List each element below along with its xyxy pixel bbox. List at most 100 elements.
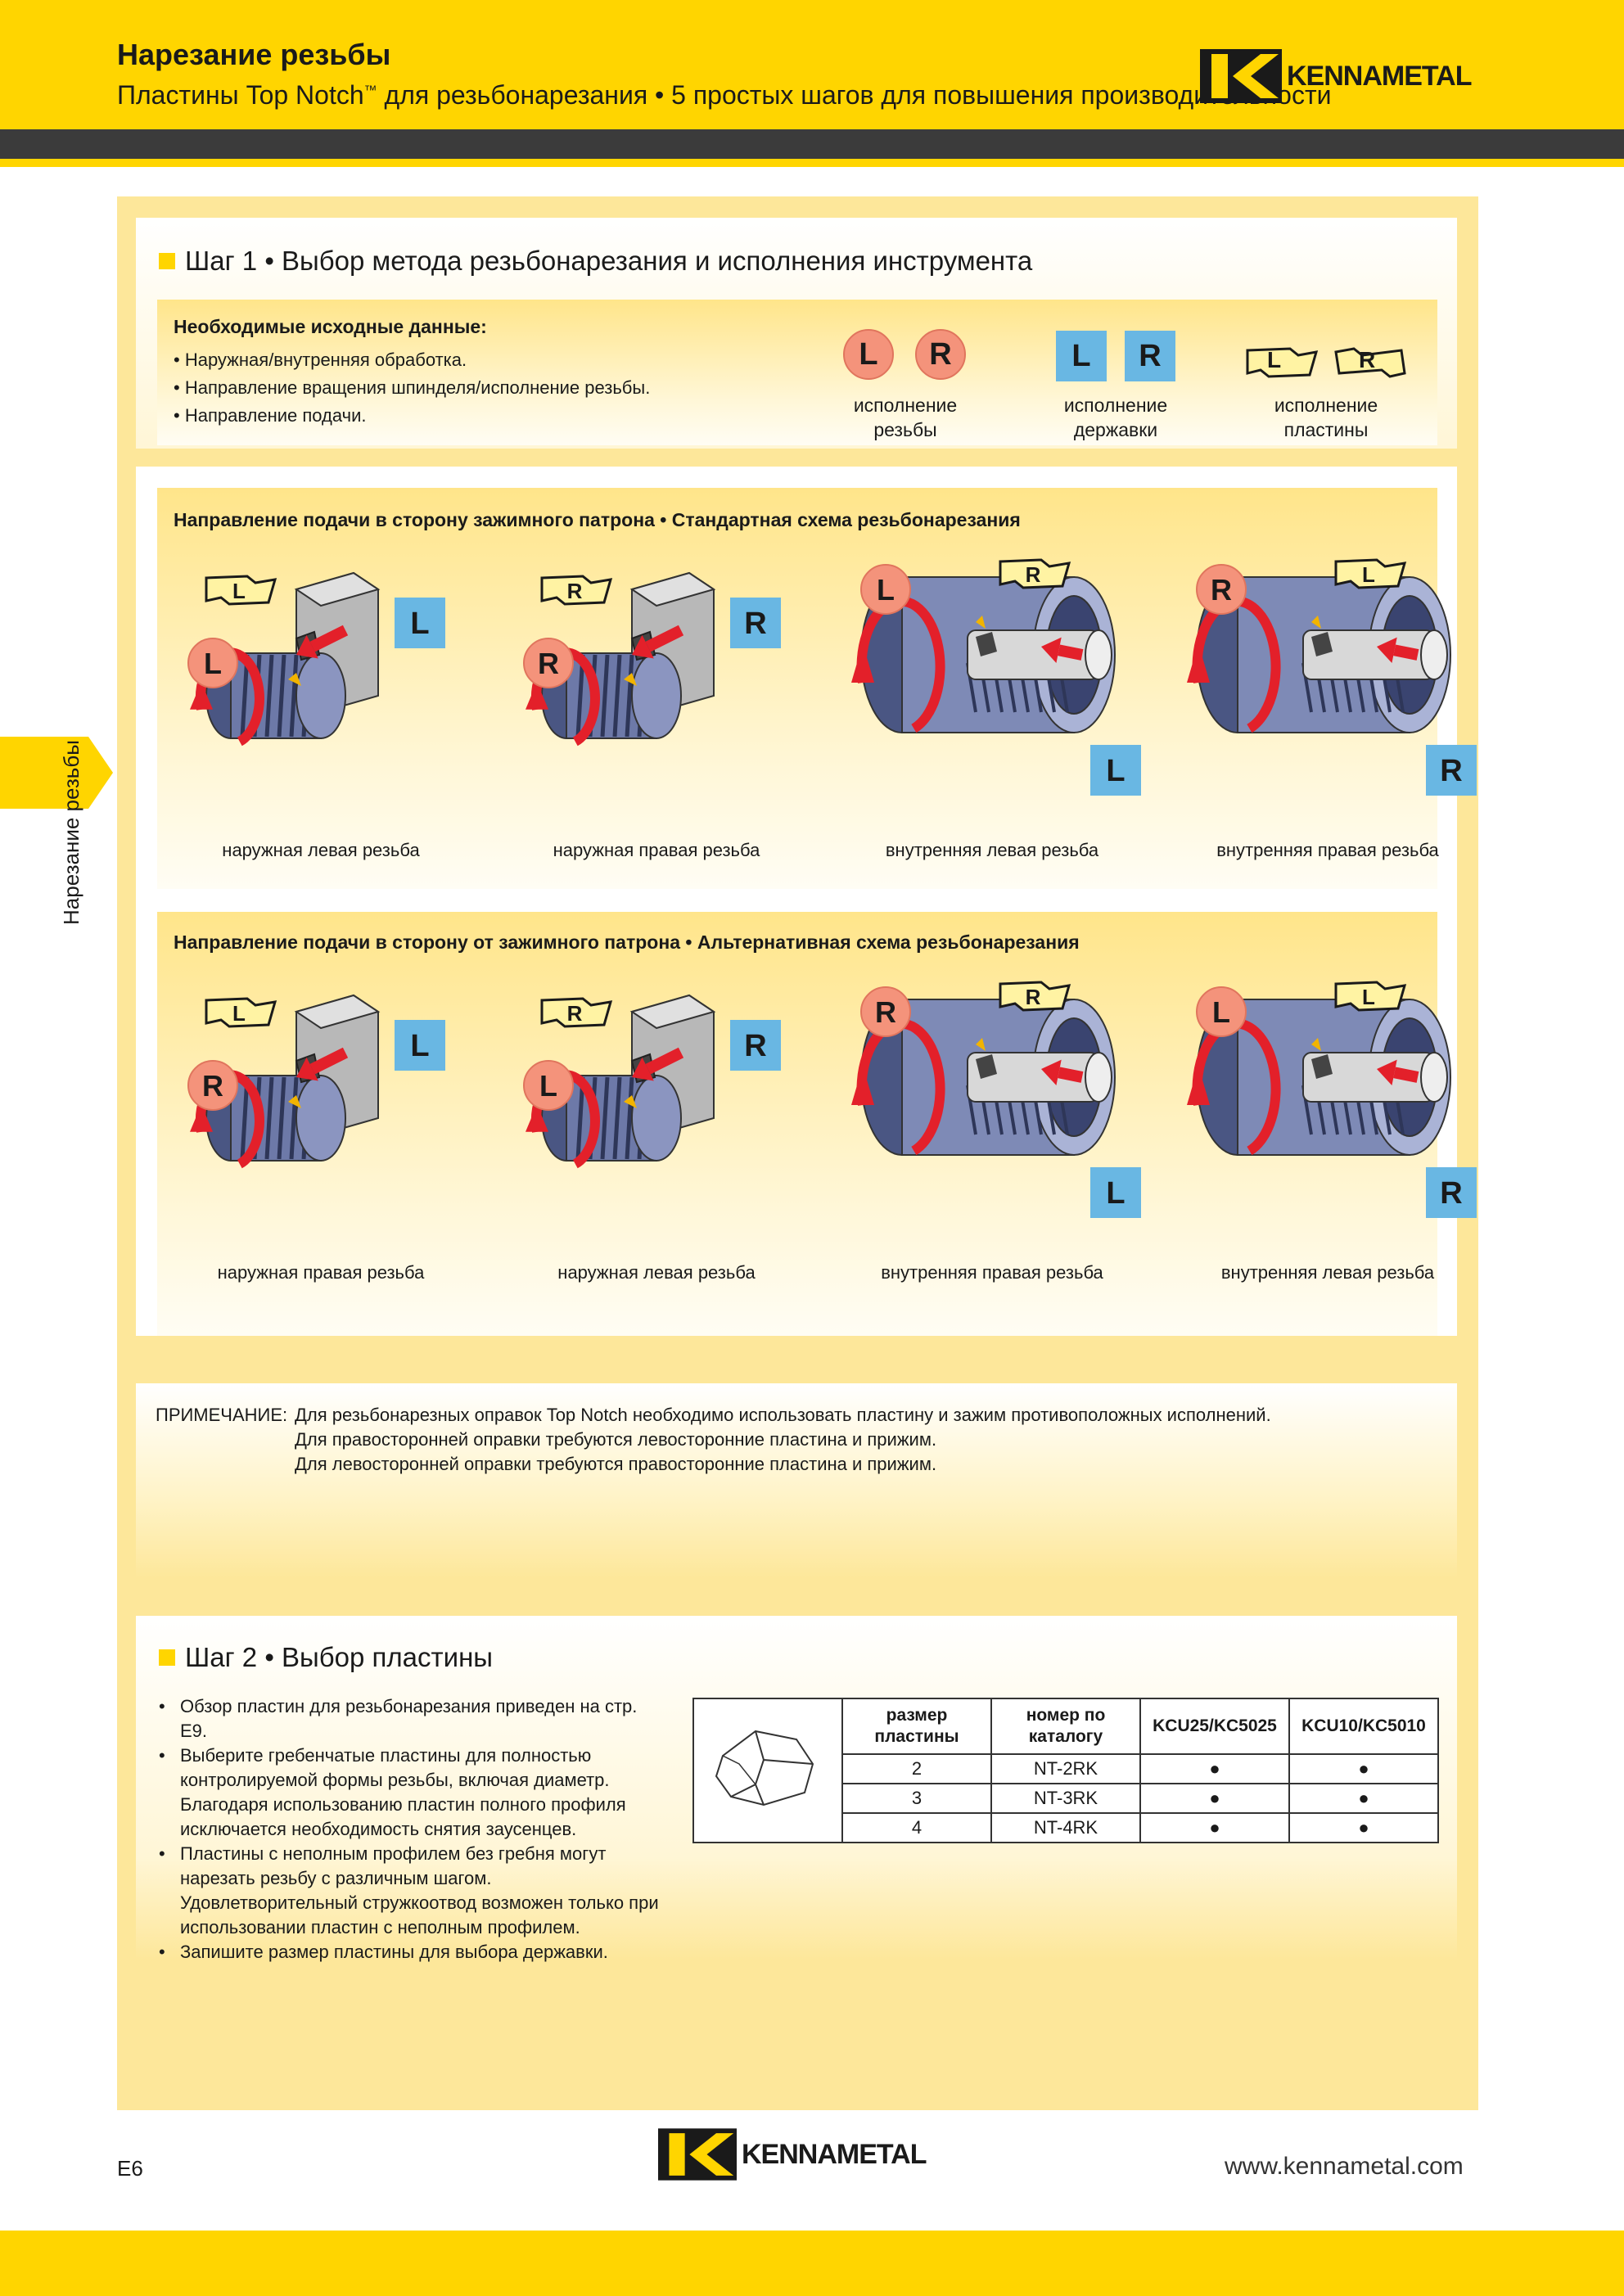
feed-direction-arrow xyxy=(1041,1059,1084,1086)
feed-direction-arrow xyxy=(1041,637,1084,664)
step2-bullet-list: •Обзор пластин для резьбонарезания приве… xyxy=(159,1694,666,1964)
thread-figure-caption: внутренняя правая резьба xyxy=(1216,840,1439,860)
svg-text:R: R xyxy=(1026,562,1041,587)
page-title: Нарезание резьбы xyxy=(117,38,391,71)
caption-line: пластины xyxy=(1283,419,1369,440)
svg-text:L: L xyxy=(232,579,246,603)
list-item: •Обзор пластин для резьбонарезания приве… xyxy=(159,1696,638,1741)
list-item: • Направление вращения шпинделя/исполнен… xyxy=(174,377,651,398)
rotation-arrow xyxy=(1187,596,1281,733)
table-cell: ● xyxy=(1139,1753,1290,1784)
kennametal-wordmark: KENNAMETAL xyxy=(1287,60,1472,92)
input-list: • Наружная/внутренняя обработка. • Напра… xyxy=(174,350,650,434)
svg-text:L: L xyxy=(1106,1176,1125,1211)
svg-text:L: L xyxy=(1362,985,1375,1009)
svg-text:R: R xyxy=(875,995,896,1029)
svg-text:L: L xyxy=(877,573,895,607)
note-line: Для правосторонней оправки требуются лев… xyxy=(295,1429,937,1450)
thread-figure-caption: наружная правая резьба xyxy=(553,840,760,860)
subtitle-part: Пластины Top Notch xyxy=(117,80,364,110)
holder-hand-badge: L xyxy=(1090,1167,1141,1218)
thread-figure-caption: наружная правая резьба xyxy=(217,1262,425,1283)
thread-hand-badge: R xyxy=(523,638,574,688)
kennametal-wordmark: KENNAMETAL xyxy=(742,2138,927,2170)
col-header: KCU25/KC5025 xyxy=(1139,1698,1290,1755)
thread-badge-r: R xyxy=(915,329,966,380)
external-thread-illustration xyxy=(205,571,381,739)
insert-hand-badge: L xyxy=(1334,558,1407,589)
holder-badge-r: R xyxy=(1125,331,1175,381)
col-header: номер по каталогу xyxy=(990,1698,1141,1755)
svg-text:R: R xyxy=(744,607,766,641)
feed-direction-arrow xyxy=(1377,1059,1419,1086)
table-row: 4 NT-4RK ● ● xyxy=(693,1812,1439,1843)
feed-direction-arrow xyxy=(1377,637,1419,664)
kennametal-k-icon xyxy=(658,2128,737,2181)
table-cell: NT-2RK xyxy=(990,1753,1141,1784)
insert-shape-icon xyxy=(1246,347,1319,378)
thread-figure-caption: внутренняя левая резьба xyxy=(1220,1262,1435,1283)
input-data-box xyxy=(157,300,1437,445)
holder-hand-badge: R xyxy=(730,1020,781,1071)
insert-hand-badge: L xyxy=(205,575,277,606)
thread-diagram: LLL xyxy=(187,571,445,747)
note-line: Для левосторонней оправки требуются прав… xyxy=(295,1454,937,1474)
page-number: E6 xyxy=(117,2156,143,2181)
feed-direction-arrow xyxy=(632,1047,684,1081)
insert-image-cell xyxy=(692,1698,843,1843)
insert-shape-icon xyxy=(1334,347,1406,378)
thread-figure-caption: внутренняя правая резьба xyxy=(881,1262,1103,1283)
feed-direction-arrow xyxy=(632,625,684,659)
caption-line: резьбы xyxy=(873,419,937,440)
thread-diagram: RLL xyxy=(187,994,445,1169)
svg-text:L: L xyxy=(232,1001,246,1026)
holder-hand-badge: R xyxy=(1426,1167,1477,1218)
table-cell: ● xyxy=(1288,1783,1439,1814)
note-block: ПРИМЕЧАНИЕ: Для резьбонарезных оправок T… xyxy=(156,1403,1271,1477)
insert-table-wrap: размер пластины номер по каталогу KCU25/… xyxy=(692,1698,1439,1843)
table-cell: ● xyxy=(1288,1812,1439,1843)
table-cell: ● xyxy=(1139,1812,1290,1843)
footer-kennametal-logo: KENNAMETAL xyxy=(658,2128,927,2181)
list-item: •Запишите размер пластины для выбора дер… xyxy=(159,1942,608,1962)
table-header-row: размер пластины номер по каталогу KCU25/… xyxy=(692,1698,1439,1843)
list-item: • Наружная/внутренняя обработка. xyxy=(174,350,467,370)
thread-figure-caption: наружная левая резьба xyxy=(222,840,420,860)
caption-line: исполнение xyxy=(1063,395,1168,416)
col-header: размер пластины xyxy=(841,1698,992,1755)
list-item: • Направление подачи. xyxy=(174,405,367,426)
insert-hand-badge: R xyxy=(999,558,1071,589)
insert-hand-badge: R xyxy=(999,981,1071,1012)
caption-line: исполнение xyxy=(1274,395,1378,416)
rotation-arrow xyxy=(851,596,945,733)
svg-text:L: L xyxy=(1212,995,1230,1029)
holder-hand-badge: R xyxy=(1426,745,1477,796)
insert-badge-l: L xyxy=(1244,345,1321,380)
external-thread-illustration xyxy=(205,994,381,1162)
svg-text:R: R xyxy=(538,647,559,680)
svg-text:L: L xyxy=(1362,562,1375,587)
thread-diagram: L R L xyxy=(1187,981,1477,1218)
external-thread-illustration xyxy=(541,994,716,1162)
website-link[interactable]: www.kennametal.com xyxy=(1225,2153,1464,2180)
svg-text:R: R xyxy=(744,1029,766,1063)
kennametal-logo: KENNAMETAL xyxy=(1200,49,1472,103)
table-cell: 3 xyxy=(841,1783,992,1814)
insert-hand-badge: R xyxy=(540,575,613,606)
insert-hand-badge: L xyxy=(1334,981,1407,1012)
legend-caption-thread: исполнение резьбы xyxy=(823,393,987,442)
insert-letter: R xyxy=(1359,347,1376,372)
svg-text:L: L xyxy=(410,607,429,641)
thread-diagram: R L R xyxy=(851,981,1141,1218)
header-dark-stripe xyxy=(0,129,1624,159)
thread-diagram: RRL xyxy=(1187,558,1477,796)
insert-letter: L xyxy=(1267,347,1282,372)
thread-hand-badge: L xyxy=(1196,986,1247,1037)
thread-hand-badge: R xyxy=(860,986,911,1037)
thread-figure-caption: наружная левая резьба xyxy=(557,1262,756,1283)
thread-figure-caption: внутренняя левая резьба xyxy=(885,840,1099,860)
